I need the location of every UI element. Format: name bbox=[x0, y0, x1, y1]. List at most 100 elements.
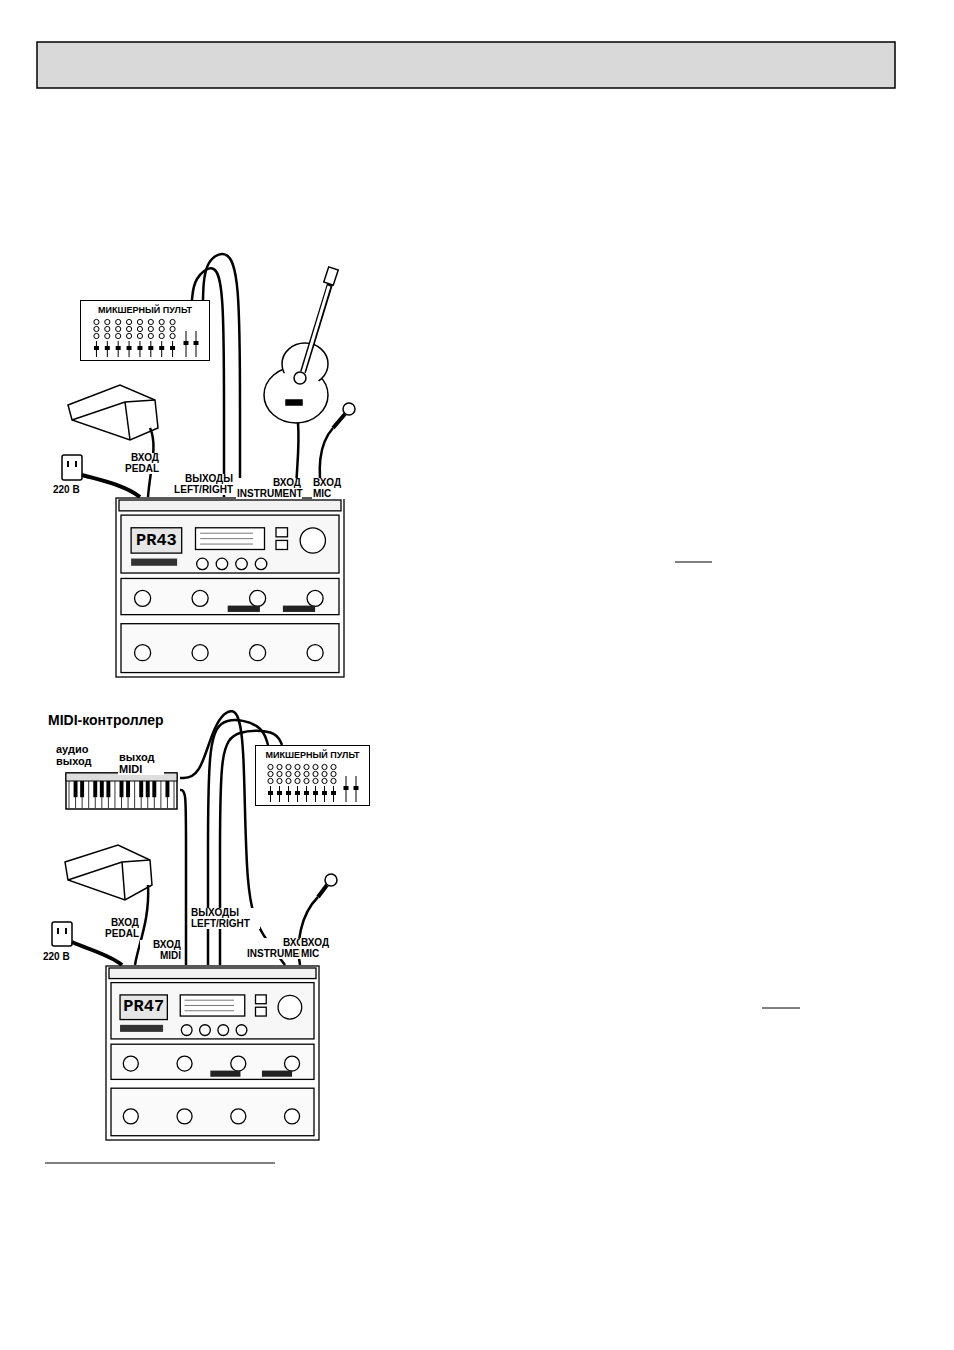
mixer-knob bbox=[277, 764, 282, 769]
mixer-knob bbox=[137, 333, 142, 338]
fader-cap bbox=[94, 346, 99, 350]
underline bbox=[762, 1008, 800, 1009]
mixer-knob bbox=[170, 319, 175, 324]
black-key bbox=[74, 781, 78, 797]
panel-knob bbox=[236, 558, 248, 570]
mixer-knob bbox=[268, 778, 273, 783]
guitar-body bbox=[268, 371, 324, 419]
audio-cable bbox=[180, 790, 186, 965]
device-housing bbox=[116, 498, 344, 677]
fader-cap bbox=[322, 791, 327, 795]
mixer-knob bbox=[286, 764, 291, 769]
mixer-knob bbox=[268, 771, 273, 776]
mixer-knob bbox=[137, 319, 142, 324]
fader-cap bbox=[344, 786, 349, 790]
port-label: ВХОД INSTRUMENT bbox=[246, 938, 312, 959]
microphone-handle bbox=[318, 885, 327, 897]
mixer-knob bbox=[304, 778, 309, 783]
footswitch bbox=[135, 645, 151, 661]
mixer-knob bbox=[159, 319, 164, 324]
footswitch bbox=[135, 590, 151, 606]
panel-knob bbox=[197, 558, 209, 570]
switch-tab bbox=[228, 606, 260, 612]
fader-cap bbox=[304, 791, 309, 795]
expression-pedal bbox=[68, 385, 158, 440]
mixer-knob bbox=[148, 333, 153, 338]
fader-cap bbox=[268, 791, 273, 795]
fader-cap bbox=[194, 341, 199, 345]
power-cord bbox=[72, 942, 122, 965]
screen-line bbox=[185, 1005, 234, 1006]
screen-line bbox=[185, 1000, 234, 1001]
fader-cap bbox=[148, 346, 153, 350]
white-key-edge bbox=[114, 781, 115, 808]
mixer-knob bbox=[105, 319, 110, 324]
mixer-knob bbox=[126, 326, 131, 331]
mixer-knob bbox=[94, 333, 99, 338]
footswitch bbox=[307, 645, 323, 661]
fader-cap bbox=[159, 346, 164, 350]
mixer-knob bbox=[105, 326, 110, 331]
panel-button bbox=[276, 540, 288, 549]
guitar-headstock bbox=[324, 267, 338, 285]
black-key bbox=[152, 781, 156, 797]
header-bar bbox=[37, 42, 895, 88]
power-cord bbox=[82, 475, 140, 497]
midi-controller: MIDI-контроллер bbox=[48, 712, 180, 812]
footswitch bbox=[250, 645, 266, 661]
mixer-box: МИКШЕРНЫЙ ПУЛЬТ bbox=[255, 745, 370, 806]
fader-cap bbox=[116, 346, 121, 350]
jack-strip bbox=[119, 500, 341, 511]
mixer-knob bbox=[286, 778, 291, 783]
black-key bbox=[100, 781, 104, 797]
mixer-knob bbox=[313, 771, 318, 776]
mixer-knob bbox=[126, 333, 131, 338]
mixer-knob bbox=[170, 333, 175, 338]
panel-knob bbox=[255, 558, 266, 570]
switch-tab bbox=[262, 1071, 292, 1077]
fader-cap bbox=[354, 786, 359, 790]
vocal-processor: PR47 bbox=[105, 965, 320, 1141]
port-label: выход MIDI bbox=[118, 752, 164, 775]
white-key-edge bbox=[88, 781, 89, 808]
mixer-knob bbox=[286, 771, 291, 776]
footswitch bbox=[307, 590, 323, 606]
footswitch bbox=[285, 1109, 300, 1124]
mixer-knob bbox=[295, 778, 300, 783]
control-panel bbox=[111, 983, 314, 1039]
keyboard-panel bbox=[66, 773, 177, 781]
mixer-knob bbox=[116, 319, 121, 324]
footswitch bbox=[231, 1109, 246, 1124]
logo-plate bbox=[131, 559, 177, 566]
mixer-knob bbox=[116, 333, 121, 338]
underline bbox=[675, 562, 712, 563]
black-key bbox=[120, 781, 124, 797]
switch-tab bbox=[283, 606, 315, 612]
footswitch bbox=[177, 1109, 192, 1124]
footswitch bbox=[123, 1056, 138, 1071]
fader-cap bbox=[170, 346, 175, 350]
device-drawing bbox=[115, 497, 345, 678]
preset-display: PR47 bbox=[120, 995, 167, 1020]
node-title: МИКШЕРНЫЙ ПУЛЬТ bbox=[260, 750, 365, 760]
mixer-controls bbox=[81, 317, 211, 361]
audio-cable bbox=[203, 254, 240, 497]
footswitch bbox=[231, 1056, 246, 1071]
fader-cap bbox=[137, 346, 142, 350]
microphone bbox=[325, 874, 337, 886]
black-key bbox=[126, 781, 130, 797]
footswitch bbox=[192, 645, 208, 661]
panel-knob bbox=[200, 1025, 211, 1036]
pedal-edge bbox=[72, 400, 155, 420]
guitar-bridge bbox=[286, 400, 302, 405]
screen-line bbox=[200, 544, 253, 545]
switch-tab bbox=[210, 1071, 240, 1077]
guitar-cable bbox=[296, 423, 299, 497]
fader-cap bbox=[295, 791, 300, 795]
mixer-knob bbox=[322, 771, 327, 776]
white-key-edge bbox=[134, 781, 135, 808]
mixer-knob bbox=[295, 764, 300, 769]
panel-knob bbox=[181, 1025, 192, 1036]
microphone-cable bbox=[299, 897, 318, 965]
port-label: 220 В bbox=[52, 485, 86, 496]
